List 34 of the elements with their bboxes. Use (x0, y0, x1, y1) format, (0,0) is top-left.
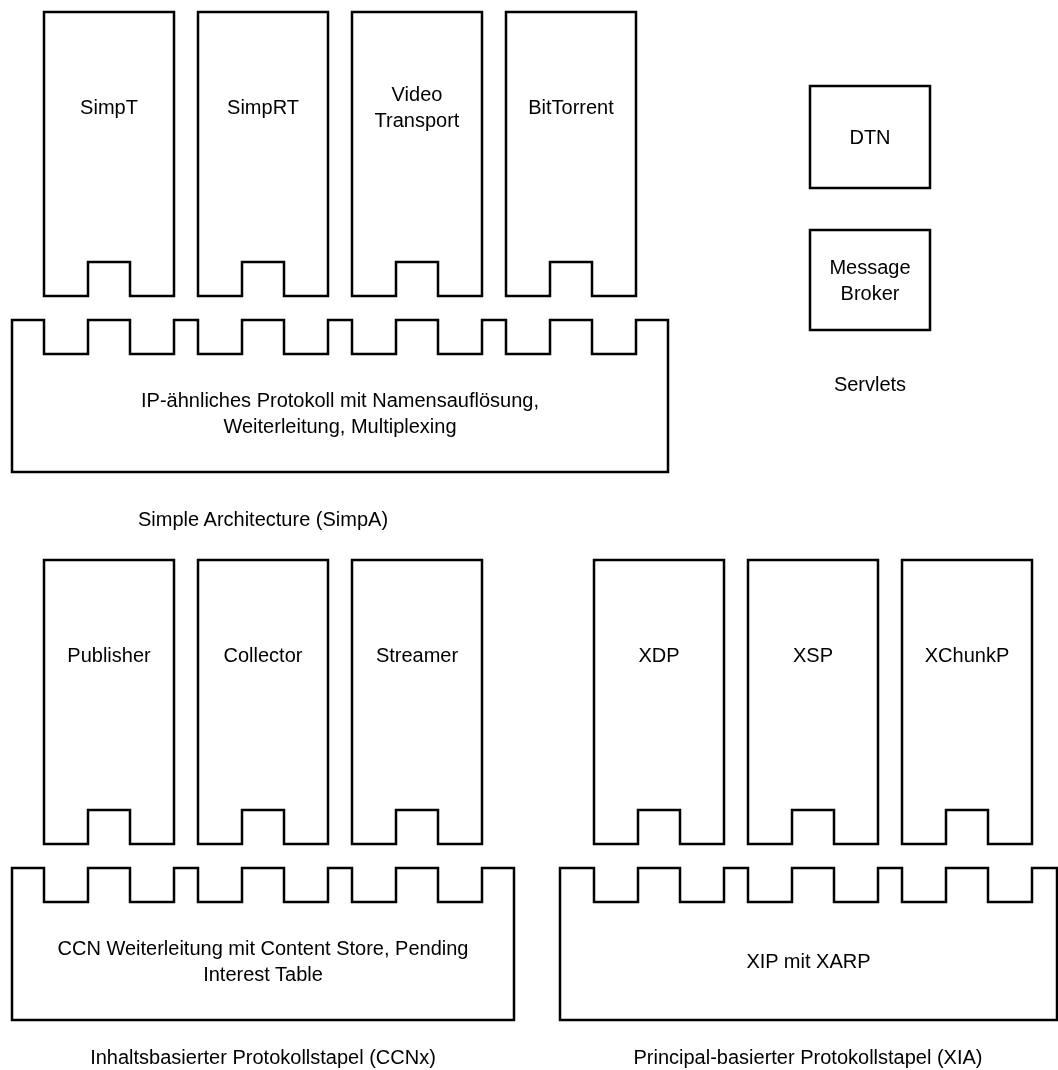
block-label: Video Transport (373, 82, 461, 133)
block-label: CCN Weiterleitung mit Content Store, Pending Interest Table (56, 936, 470, 987)
block-label: XChunkP (923, 643, 1011, 668)
block-label: Message Broker (828, 255, 912, 306)
block-label: DTN (848, 125, 892, 150)
block-label: XDP (637, 643, 681, 668)
protocol-block (44, 12, 174, 296)
protocol-block (594, 560, 724, 844)
layer-block (12, 320, 668, 472)
block-label: XSP (792, 643, 834, 668)
protocol-block (748, 560, 878, 844)
protocol-block (506, 12, 636, 296)
group-label: Servlets (833, 373, 907, 396)
block-label: Collector (222, 643, 304, 668)
protocol-block (902, 560, 1032, 844)
block-label: Publisher (66, 643, 152, 668)
block-label: SimpRT (226, 95, 300, 120)
stack-caption: Simple Architecture (SimpA) (137, 508, 389, 531)
stack-caption: Principal-basierter Protokollstapel (XIA) (633, 1046, 983, 1069)
block-label: IP-ähnliches Protokoll mit Namensauflösung, Weiterleitung, Multiplexing (140, 388, 540, 439)
servlet-box (810, 230, 930, 330)
stack-caption: Inhaltsbasierter Protokollstapel (CCNx) (90, 1046, 436, 1069)
protocol-block (198, 560, 328, 844)
protocol-block (352, 12, 482, 296)
servlet-box (810, 86, 930, 188)
protocol-block (198, 12, 328, 296)
block-label: BitTorrent (527, 95, 615, 120)
protocol-block (44, 560, 174, 844)
block-label: SimpT (79, 95, 139, 120)
block-label: XIP mit XARP (745, 949, 872, 974)
layer-block (12, 868, 514, 1020)
layer-block (560, 868, 1057, 1020)
protocol-block (352, 560, 482, 844)
block-label: Streamer (374, 643, 460, 668)
